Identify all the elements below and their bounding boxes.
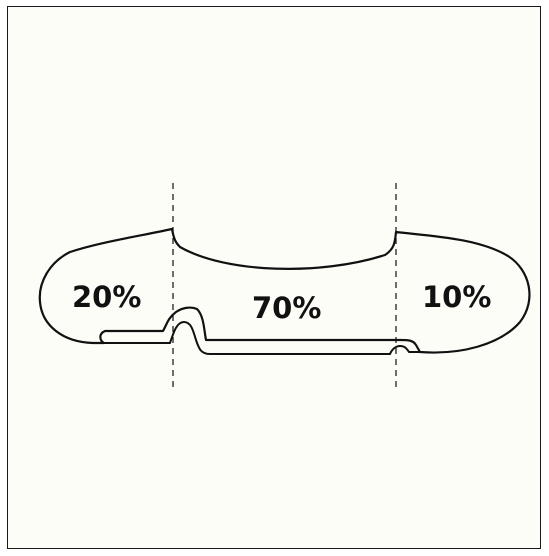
label-forefoot: 20% xyxy=(72,280,141,314)
label-heel: 10% xyxy=(422,280,491,314)
sole-line xyxy=(103,321,421,355)
label-midfoot: 70% xyxy=(252,291,321,325)
foot-outline xyxy=(38,227,531,354)
diagram-frame xyxy=(7,6,541,549)
